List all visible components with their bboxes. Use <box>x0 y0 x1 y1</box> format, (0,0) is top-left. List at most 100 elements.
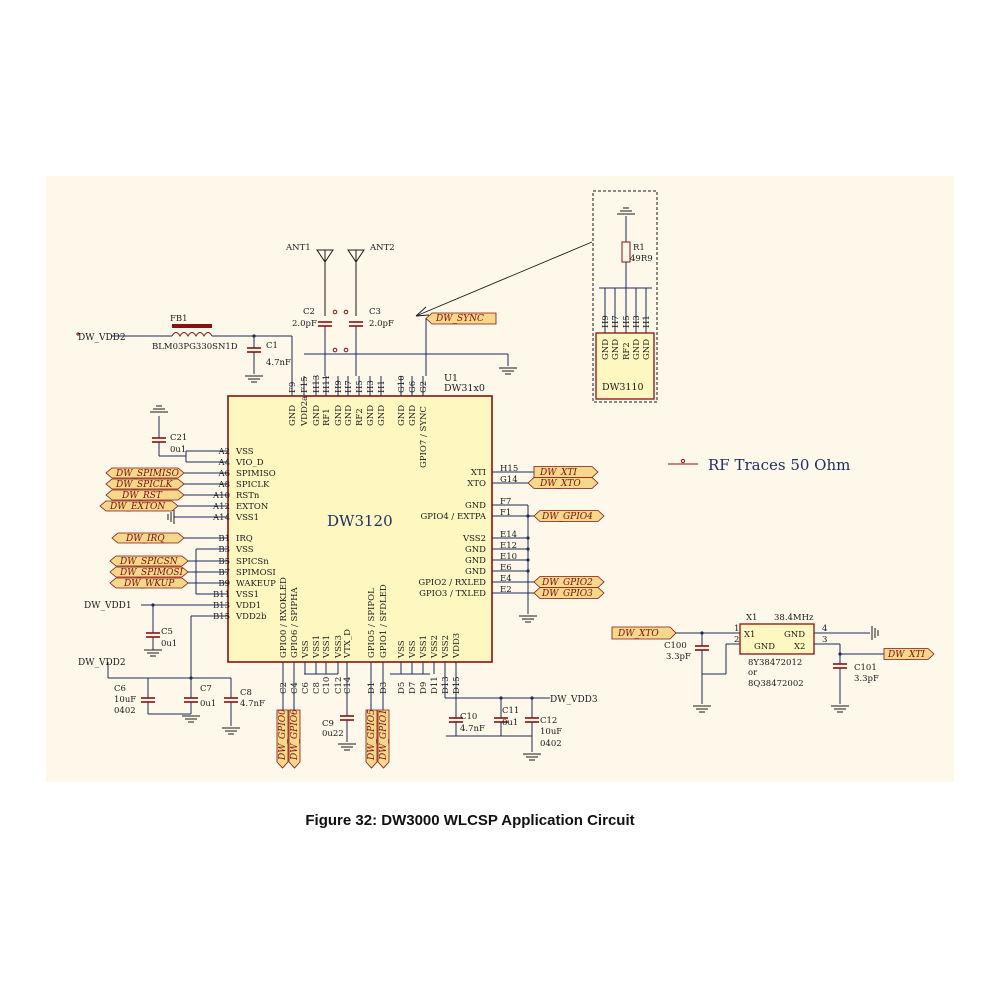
pin-name: VSS1 <box>322 635 332 659</box>
net-label-text[interactable]: DW_XTI <box>539 468 577 478</box>
pin-name: VSS3 <box>334 635 344 659</box>
net-label-text[interactable]: DW_SPIMISO <box>115 469 180 479</box>
net-label-text[interactable]: DW_GPIO4 <box>541 512 593 522</box>
net-label-shape <box>111 532 185 544</box>
net-label-text[interactable]: DW_SPICSN <box>119 557 179 567</box>
c12-ref: C12 <box>540 716 557 726</box>
c21-value: 0u1 <box>170 445 186 455</box>
net-label-text[interactable]: DW_RST <box>121 491 163 501</box>
c11-value: 0u1 <box>502 718 518 728</box>
pin-name: GND <box>288 405 298 426</box>
net-label-shape <box>105 467 185 479</box>
pin-number: C8 <box>312 682 322 694</box>
pin-number: E10 <box>500 552 517 562</box>
pin-number: C14 <box>343 677 353 694</box>
chip-designator: U1 <box>444 373 458 384</box>
net-label-text[interactable]: DW_GPIO5 <box>367 709 377 761</box>
pin-name: VIO_D <box>235 458 264 468</box>
crystal-or: or <box>748 668 758 678</box>
ant1-label: ANT1 <box>285 243 311 253</box>
net-label-text[interactable]: DW_XTO <box>539 479 581 489</box>
c101-ref: C101 <box>854 663 877 673</box>
net-label-text[interactable]: DW_GPIO6 <box>290 709 300 761</box>
pin-name: GND <box>334 405 344 426</box>
pin-name: GPIO2 / RXLED <box>418 578 486 588</box>
pin-number: A6 <box>217 469 230 479</box>
pin-name: GND <box>377 405 387 426</box>
net-label-text[interactable]: DW_GPIO2 <box>541 578 593 588</box>
pin-name: VSS1 <box>312 635 322 659</box>
pin-number: G2 <box>419 381 429 393</box>
pin-name: GPIO6 / SPIPHA <box>290 586 300 658</box>
pin-number: D11 <box>430 676 440 694</box>
c2-ref: C2 <box>303 307 315 317</box>
net-label-text[interactable]: DW_GPIO3 <box>541 589 593 599</box>
pin-name: VSS1 <box>235 590 259 600</box>
pin-name: GND <box>465 567 486 577</box>
pin-name: VSS2 <box>441 635 451 659</box>
pin-number: D13 <box>441 676 451 694</box>
c8-ref: C8 <box>240 688 252 698</box>
pin-number: F9 <box>288 382 298 393</box>
dw3110-pin-name: RF2 <box>622 342 632 360</box>
crystal-x2: X2 <box>794 642 805 652</box>
net-label-shape <box>109 566 189 578</box>
pin-number: C12 <box>334 677 344 694</box>
pin-number: C4 <box>290 682 300 694</box>
pin-number: A8 <box>217 480 230 490</box>
left-wiring <box>141 405 228 678</box>
crystal-xto-net[interactable]: DW_XTO <box>617 629 659 639</box>
pin-name: SPICLK <box>236 480 270 490</box>
sync-net-label[interactable]: DW_SYNC <box>435 314 484 324</box>
dw3110-pin-number: H9 <box>601 315 611 328</box>
pin-name: GND <box>344 405 354 426</box>
pin-name: GPIO0 / RXOKLED <box>279 577 289 658</box>
pin-name: IRQ <box>236 534 253 544</box>
pin-number: D15 <box>452 676 462 694</box>
pin-name: GND <box>397 405 407 426</box>
dw3110-block <box>592 190 658 403</box>
bottom-wiring <box>304 662 550 761</box>
vdd2-decoupling <box>107 668 241 735</box>
net-label-text[interactable]: DW_SPICLK <box>115 480 174 490</box>
pin-number: B5 <box>218 557 230 567</box>
pin-name: VDD2b <box>235 612 267 622</box>
pin-number: H3 <box>366 380 376 393</box>
pin-name: GND <box>465 545 486 555</box>
power-label-vdd2-bottom: DW_VDD2 <box>78 658 126 668</box>
net-label-text[interactable]: DW_EXTON <box>109 502 166 512</box>
pin-number: F15 <box>300 376 310 393</box>
net-label-text[interactable]: DW_WKUP <box>123 579 175 589</box>
pin-number: A12 <box>212 502 230 512</box>
pin-name: GND <box>465 501 486 511</box>
net-label-text[interactable]: DW_GPIO0 <box>278 709 288 761</box>
net-label-text[interactable]: DW_IRQ <box>125 534 165 544</box>
r1-value: 49R9 <box>630 254 653 264</box>
fb1-value: BLM03PG330SN1D <box>152 342 238 352</box>
pin-name: GND <box>312 405 322 426</box>
pin-name: RF2 <box>355 408 365 426</box>
c1-ref: C1 <box>266 341 278 351</box>
crystal-gnd-top: GND <box>784 630 805 640</box>
dw3110-pin-number: H5 <box>622 315 632 328</box>
pin-name: VSS2 <box>430 635 440 659</box>
pin-number: G10 <box>397 375 407 393</box>
pin-name: VSS1 <box>235 513 259 523</box>
crystal-xti-net[interactable]: DW_XTI <box>887 650 925 660</box>
pin-number: D5 <box>397 682 407 694</box>
right-net-labels: DW_XTI DW_XTO DW_GPIO4 DW_GPIO2 DW_GPIO3 <box>492 466 605 623</box>
net-label-text[interactable]: DW_GPIO1 <box>379 709 389 761</box>
pin-name: SPICSn <box>236 557 269 567</box>
bottom-net-labels: DW_GPIO0 DW_GPIO6 DW_GPIO5 DW_GPIO1 <box>276 662 390 769</box>
c12-pkg: 0402 <box>540 739 562 749</box>
pin-name: WAKEUP <box>236 579 276 589</box>
dw3110-pin-name: GND <box>611 339 621 360</box>
net-label-text[interactable]: DW_SPIMOSI <box>119 568 184 578</box>
ferrite-bead-fb1 <box>134 324 293 383</box>
pin-name: VSS <box>235 447 254 457</box>
chip-main-label: DW3120 <box>327 512 393 530</box>
pin-number: A10 <box>212 491 230 501</box>
